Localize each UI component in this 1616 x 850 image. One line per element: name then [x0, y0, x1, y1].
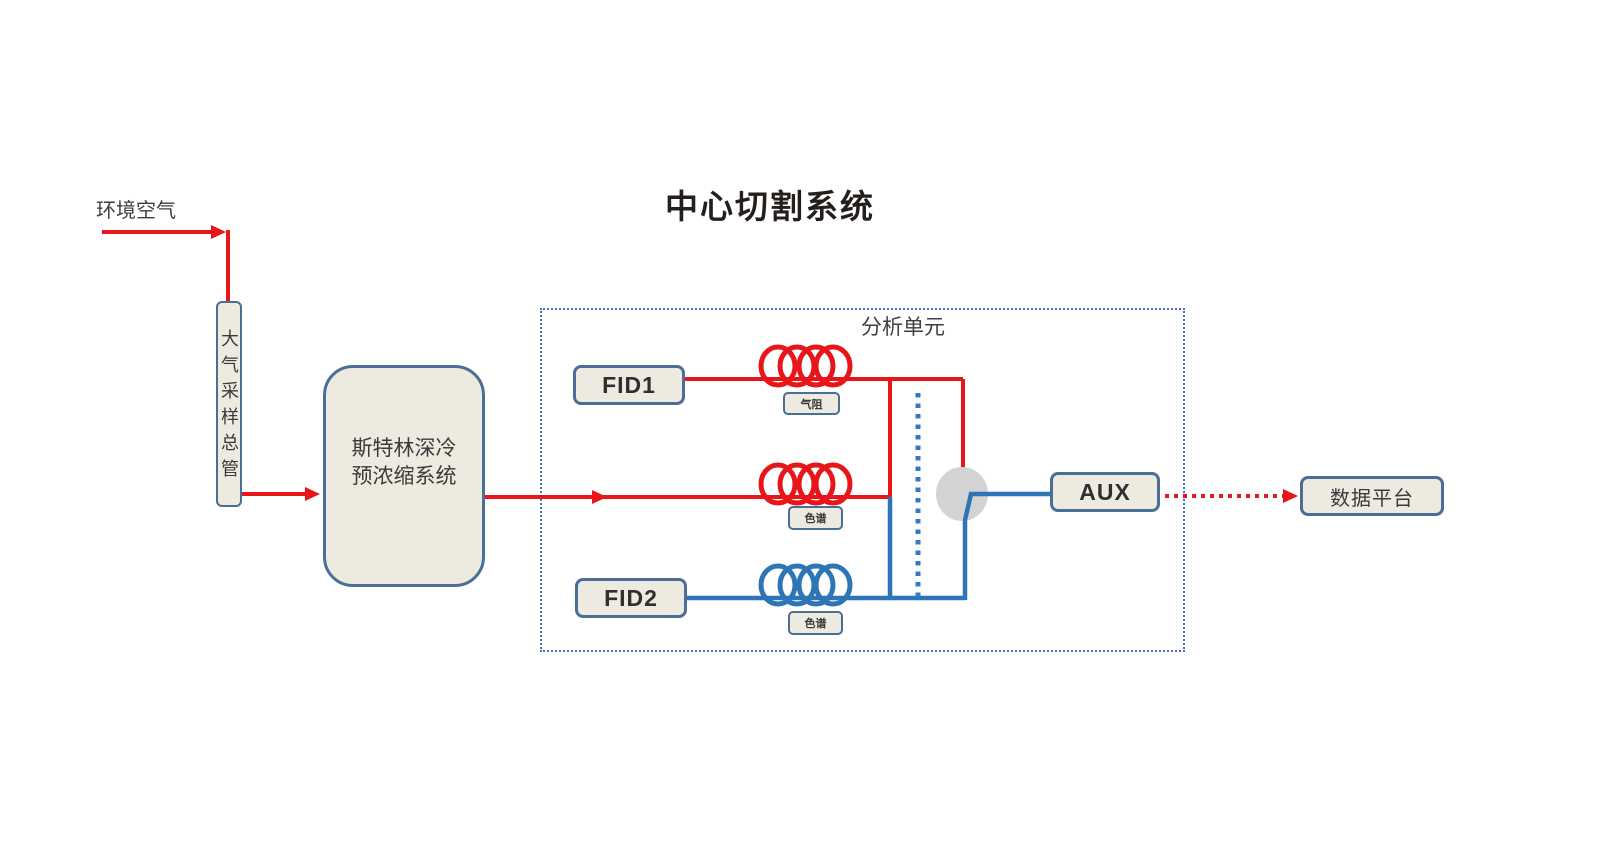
- preconcentrator-box: 斯特林深冷 预浓缩系统: [323, 365, 485, 587]
- analysis-unit-dashed-box: [540, 308, 1185, 652]
- red-arrowheads: [211, 225, 607, 504]
- red-coil-restrictor: [758, 344, 853, 388]
- aux-box: AUX: [1050, 472, 1160, 512]
- sampling-manifold-label: 大气采样总管: [219, 329, 239, 485]
- restrictor-label: 气阻: [783, 392, 840, 415]
- page-title: 中心切割系统: [665, 188, 875, 225]
- sampling-manifold-box: 大气采样总管: [216, 301, 242, 507]
- fid2-box: FID2: [575, 578, 687, 618]
- switching-valve: [936, 467, 988, 521]
- ambient-air-label: 环境空气: [96, 200, 176, 222]
- blue-coil-column: [758, 563, 853, 607]
- data-platform-label: 数据平台: [1330, 487, 1414, 510]
- preconcentrator-label-line1: 斯特林深冷: [351, 436, 457, 460]
- preconcentrator-label-line2: 预浓缩系统: [351, 465, 457, 488]
- column2-label: 色谱: [788, 611, 843, 635]
- red-output-arrowhead: [1283, 489, 1298, 503]
- data-platform-box: 数据平台: [1300, 476, 1444, 516]
- red-coil-column: [758, 462, 853, 506]
- fid1-box: FID1: [573, 365, 685, 405]
- blue-lines: [687, 491, 1052, 601]
- red-sample-lines: [102, 230, 965, 499]
- analysis-unit-label: 分析单元: [861, 316, 945, 339]
- column1-label: 色谱: [788, 506, 843, 530]
